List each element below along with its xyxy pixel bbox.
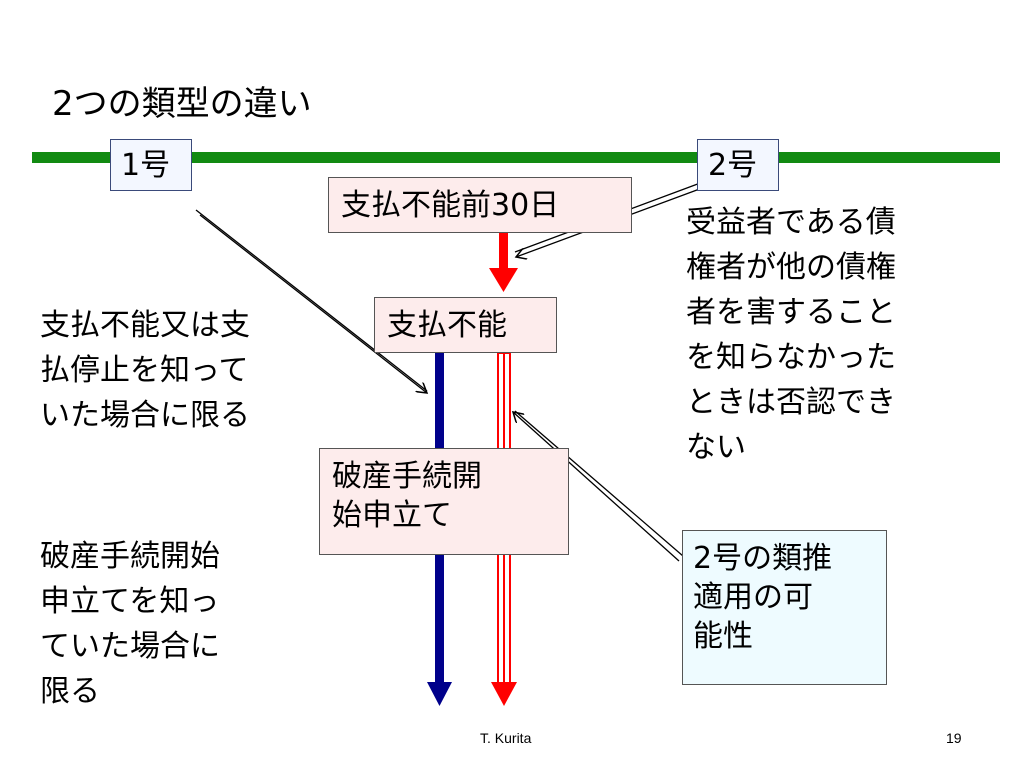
box-before-30-days: 支払不能前30日 — [328, 177, 632, 233]
red-double-head — [491, 682, 517, 706]
blue-arrow-head — [427, 682, 452, 706]
timeline-bar — [32, 152, 1000, 163]
note-knowledge-petition: 破産手続開始 申立てを知っ ていた場合に 限る — [40, 539, 220, 709]
box-petition: 破産手続開 始申立て — [319, 448, 569, 555]
note-knowledge-insolvency: 支払不能又は支 払停止を知って いた場合に限る — [40, 308, 250, 433]
label-no1: 1号 — [110, 139, 192, 191]
footer-author: T. Kurita — [480, 730, 532, 746]
red-arrow-shaft — [499, 233, 508, 269]
footer-page-number: 19 — [946, 730, 962, 746]
slide-title: 2つの類型の違い — [52, 84, 312, 124]
connector-analogy-to-red — [513, 410, 684, 562]
box-insolvency: 支払不能 — [374, 297, 557, 353]
connector-1go-to-blue — [195, 209, 427, 393]
label-no2: 2号 — [697, 139, 779, 191]
red-arrow-30days-to-insolvency — [489, 233, 518, 292]
note-beneficiary: 受益者である債 権者が他の債権 者を害すること を知らなかった ときは否認でき … — [686, 205, 896, 465]
red-arrow-head — [489, 268, 518, 292]
box-analogy: 2号の類推 適用の可 能性 — [682, 530, 887, 685]
